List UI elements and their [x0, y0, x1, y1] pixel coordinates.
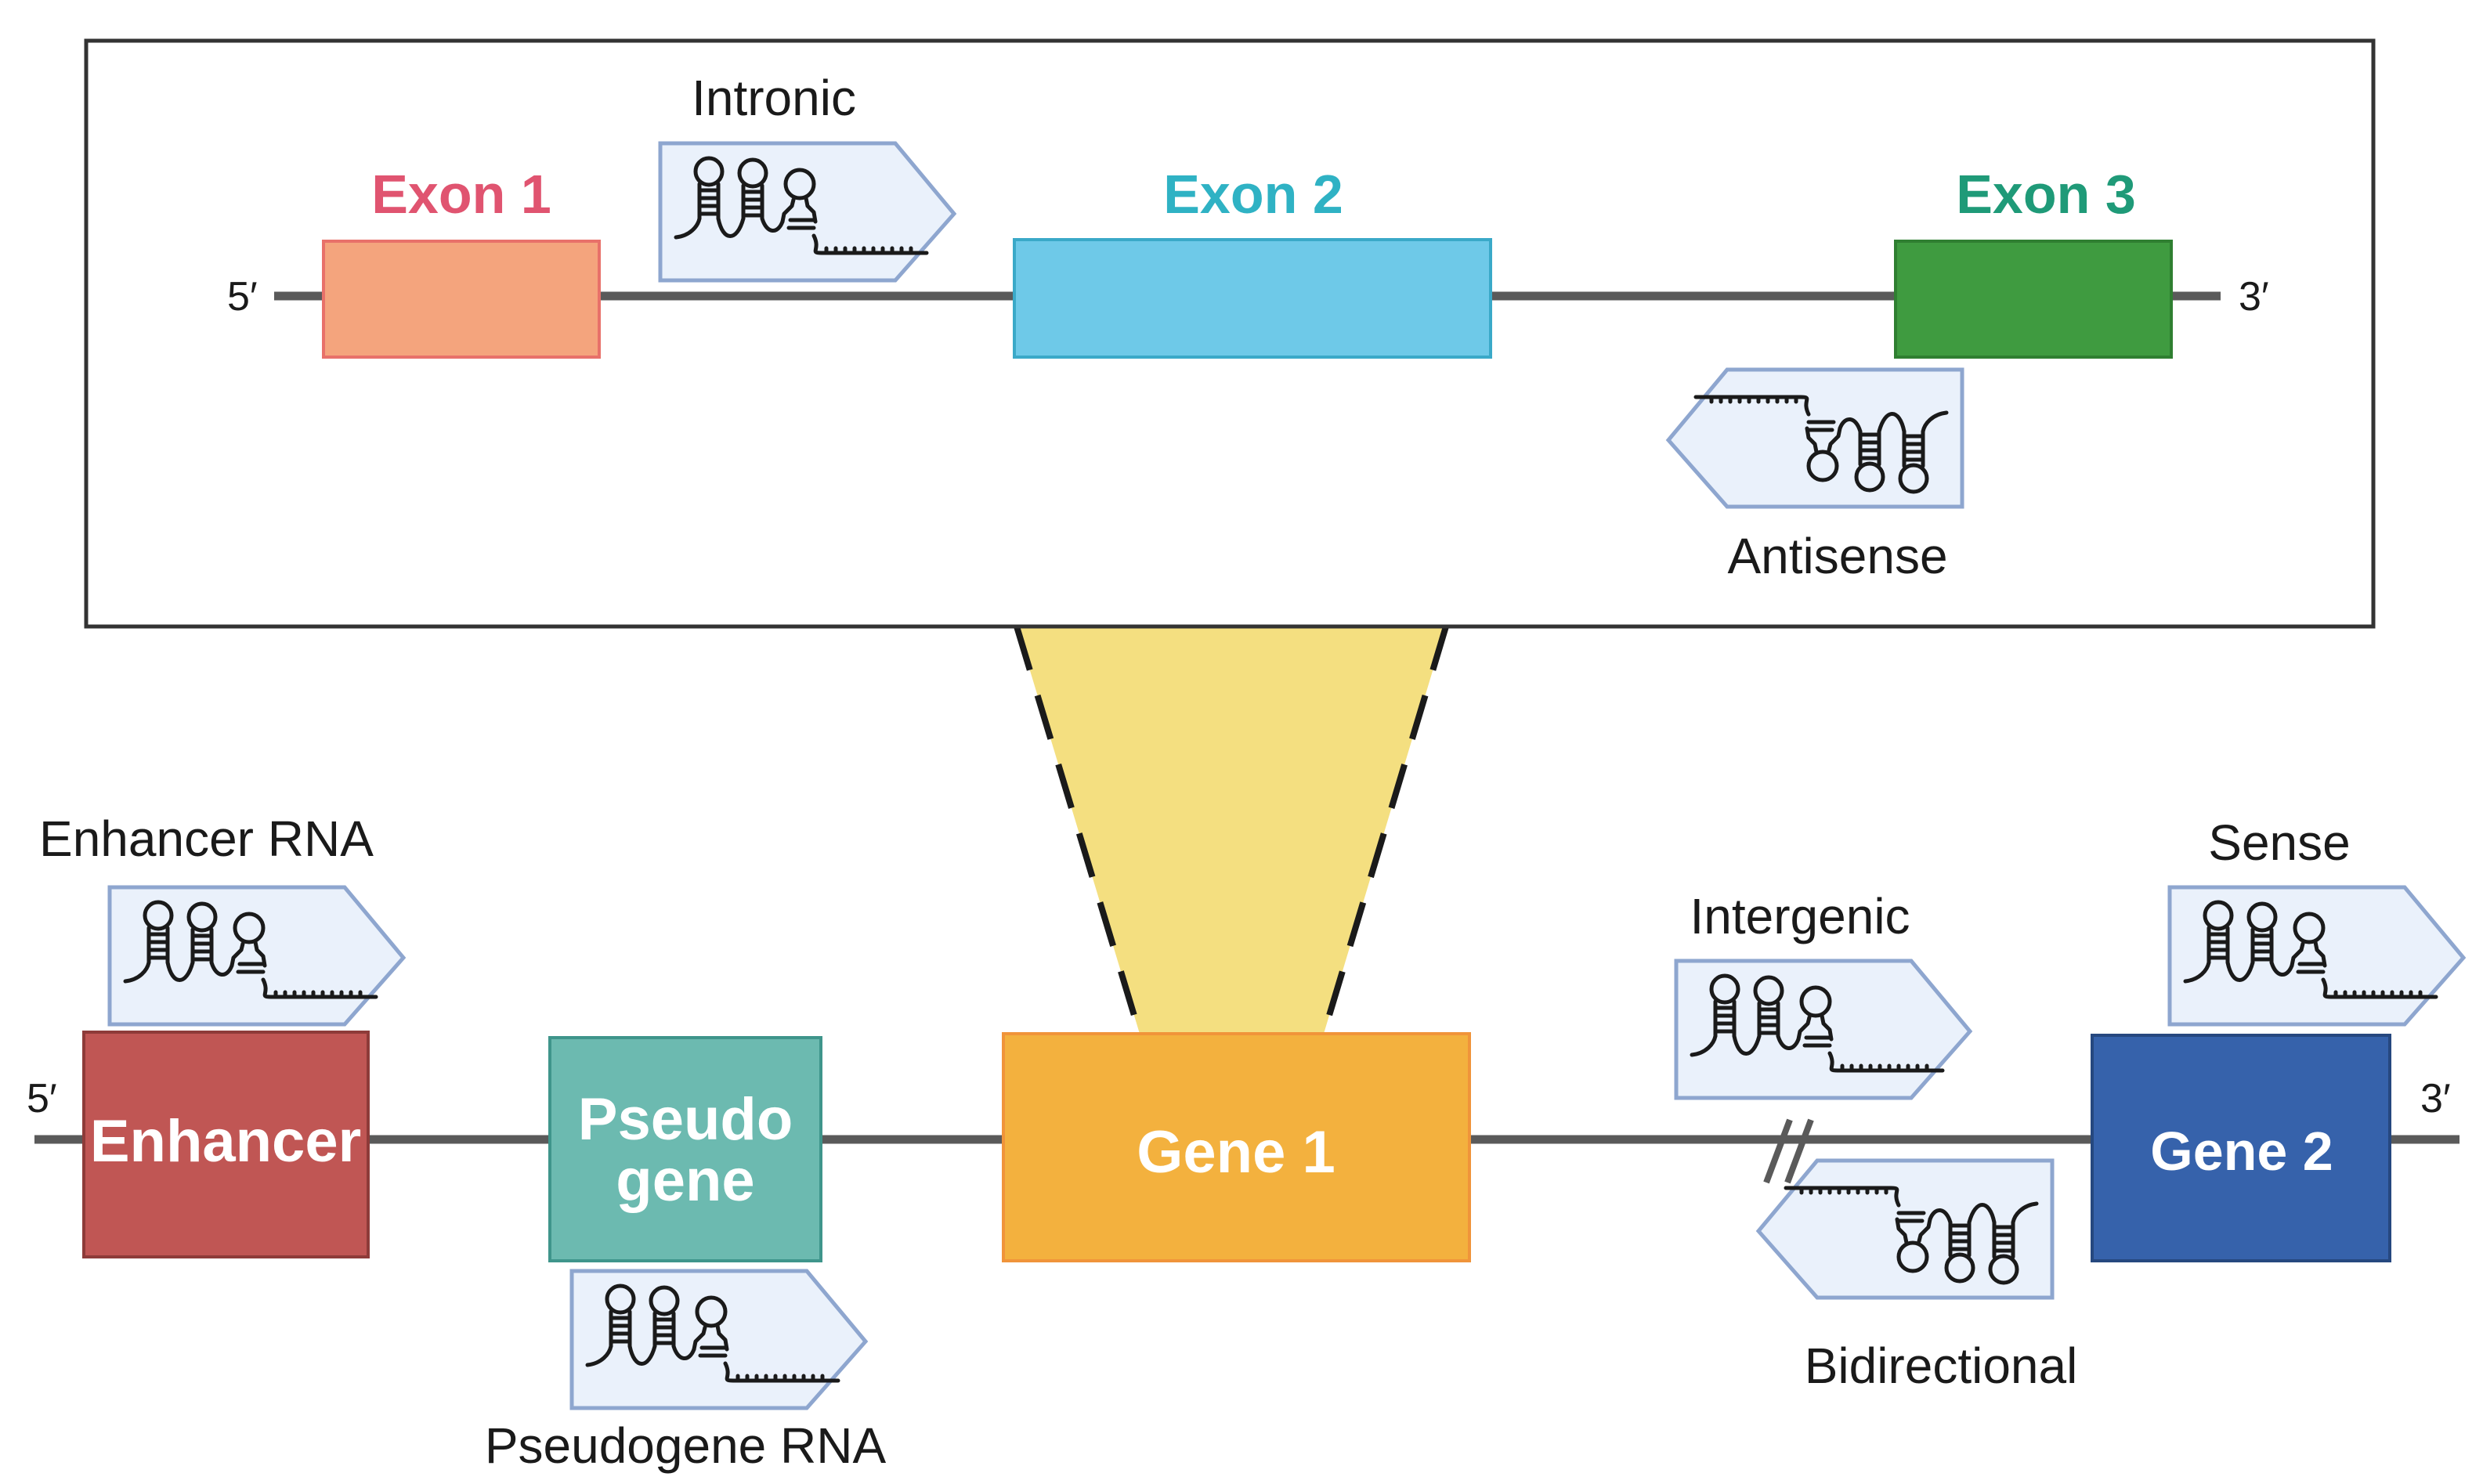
top-3-prime-label: 3′	[2239, 274, 2269, 320]
strand-break-mark-2	[1784, 1118, 1814, 1184]
gene-2-box	[2091, 1034, 2391, 1262]
sense-rna-icon	[2170, 887, 2463, 1024]
pseudogene-rna-icon	[572, 1271, 866, 1408]
pseudogene-label-line-1: Pseudo	[578, 1086, 793, 1153]
pseudogene-rna-label: Pseudogene RNA	[485, 1417, 887, 1474]
gene-1-label: Gene 1	[1137, 1119, 1335, 1186]
pseudogene-box	[548, 1036, 822, 1262]
gene-2-label: Gene 2	[2150, 1121, 2333, 1182]
exon-1-box	[322, 240, 601, 359]
bottom-5-prime-label: 5′	[27, 1076, 57, 1121]
exon-3-label: Exon 3	[1956, 164, 2136, 225]
bottom-3-prime-label: 3′	[2420, 1076, 2451, 1121]
zoom-cone	[1017, 626, 1446, 1034]
intergenic-rna-icon	[1676, 961, 1970, 1098]
sense-label: Sense	[2208, 814, 2350, 871]
enhancer-label: Enhancer	[90, 1108, 361, 1175]
gene-1-box	[1002, 1032, 1471, 1262]
enhancer-box	[82, 1031, 370, 1258]
bidirectional-label: Bidirectional	[1805, 1338, 2078, 1394]
intronic-rna-icon	[660, 143, 954, 280]
pseudogene-label-line-2: gene	[616, 1147, 754, 1214]
enhancer-rna-label: Enhancer RNA	[39, 811, 374, 867]
exon-2-label: Exon 2	[1163, 164, 1343, 225]
enhancer-rna-icon	[110, 887, 403, 1024]
exon-3-box	[1894, 240, 2173, 359]
top-5-prime-label: 5′	[227, 274, 258, 320]
intergenic-label: Intergenic	[1690, 888, 1910, 944]
intronic-label: Intronic	[692, 70, 856, 126]
antisense-rna-icon	[1668, 370, 1962, 507]
exon-1-label: Exon 1	[371, 164, 551, 225]
strand-break-mark-1	[1763, 1118, 1793, 1184]
bidirectional-rna-icon	[1758, 1161, 2052, 1298]
exon-2-box	[1013, 238, 1492, 359]
antisense-label: Antisense	[1727, 528, 1947, 584]
